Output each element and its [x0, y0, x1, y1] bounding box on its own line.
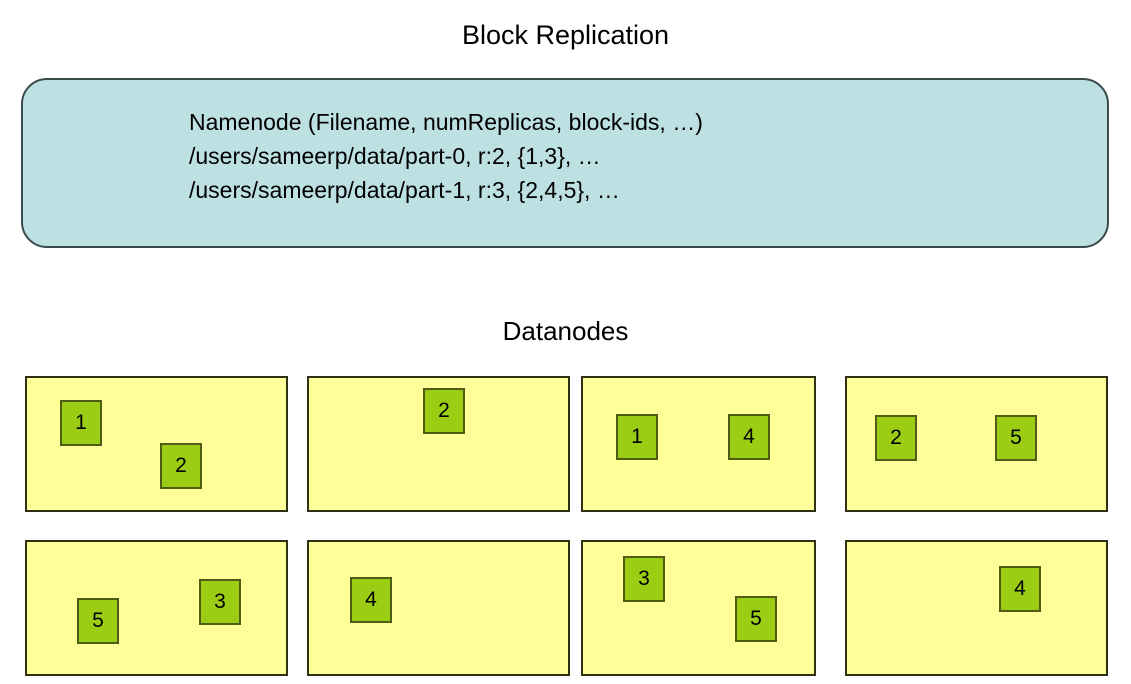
block-replica: 2	[423, 388, 465, 434]
block-replica: 2	[875, 415, 917, 461]
namenode-line-schema: Namenode (Filename, numReplicas, block-i…	[189, 109, 703, 135]
datanodes-section-label: Datanodes	[502, 316, 629, 346]
datanode-box: 4	[307, 540, 570, 676]
namenode-box: Namenode (Filename, numReplicas, block-i…	[21, 78, 1109, 248]
block-replica: 4	[728, 414, 770, 460]
block-replica: 5	[735, 596, 777, 642]
datanode-box: 2	[307, 376, 570, 512]
datanode-box: 4	[845, 540, 1108, 676]
namenode-line-part-1: /users/sameerp/data/part-1, r:3, {2,4,5}…	[189, 177, 620, 203]
block-replica: 2	[160, 443, 202, 489]
page-title: Block Replication	[461, 20, 670, 50]
block-replica: 3	[623, 556, 665, 602]
block-replica: 3	[199, 579, 241, 625]
block-replica: 4	[350, 577, 392, 623]
block-replica: 1	[60, 400, 102, 446]
namenode-line-part-0: /users/sameerp/data/part-0, r:2, {1,3}, …	[189, 143, 601, 169]
block-replica: 5	[995, 415, 1037, 461]
block-replica: 1	[616, 414, 658, 460]
block-replica: 4	[999, 566, 1041, 612]
namenode-metadata-text: Namenode (Filename, numReplicas, block-i…	[189, 105, 703, 207]
block-replica: 5	[77, 598, 119, 644]
